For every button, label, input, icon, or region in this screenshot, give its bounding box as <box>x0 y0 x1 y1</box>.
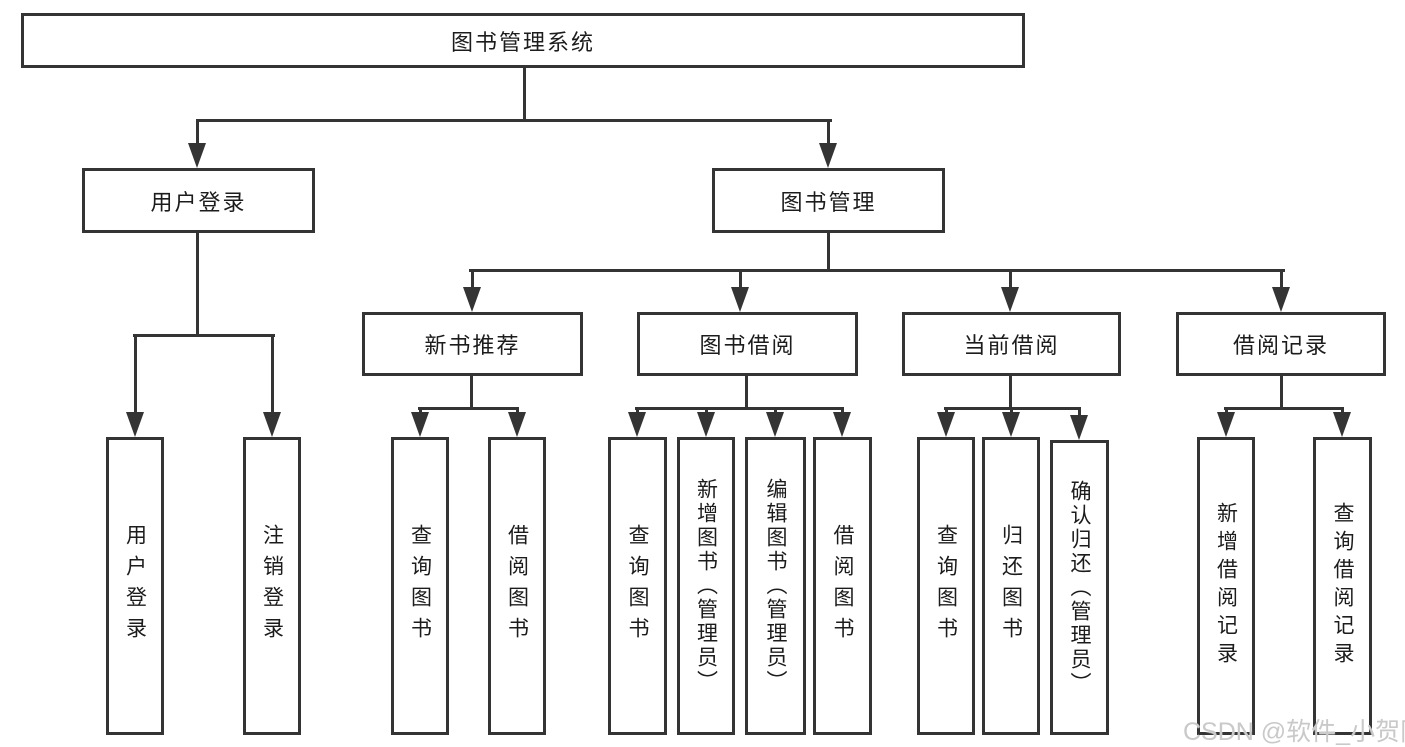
connector-line-vertical <box>826 233 830 272</box>
watermark: CSDN @软件_小贺同学 <box>1183 718 1405 746</box>
leaf-label: 新增借阅记录 <box>1214 502 1238 670</box>
node-label: 当前借阅 <box>963 333 1060 358</box>
node-label: 借阅记录 <box>1232 333 1329 358</box>
arrowhead-down-icon <box>508 412 526 437</box>
connector-line-vertical <box>744 376 748 410</box>
connector-line-vertical <box>195 233 199 337</box>
arrowhead-down-icon <box>937 412 955 437</box>
node-label: 图书管理 <box>780 189 877 215</box>
arrowhead-down-icon <box>1333 412 1351 437</box>
arrowhead-down-icon <box>188 143 206 168</box>
leaf-borrow-books-recommend: 借阅图书 <box>488 437 546 735</box>
arrowhead-down-icon <box>697 412 715 437</box>
connector-line-vertical <box>1008 376 1012 410</box>
connector-line-vertical <box>270 335 274 419</box>
connector-line-vertical <box>522 68 526 122</box>
leaf-label: 注销登录 <box>260 524 284 648</box>
connector-line-horizontal <box>132 333 275 337</box>
connector-line-vertical <box>470 270 474 294</box>
connector-line-vertical <box>738 270 742 294</box>
leaf-label: 查询图书 <box>934 524 958 648</box>
connector-line-vertical <box>469 376 473 410</box>
leaf-label: 借阅图书 <box>831 524 854 648</box>
connector-line-vertical <box>1279 376 1283 410</box>
arrowhead-down-icon <box>126 412 144 437</box>
leaf-label: 归还图书 <box>999 524 1023 648</box>
leaf-label: 编辑图书（管理员） <box>764 478 787 694</box>
node-borrowing-records: 借阅记录 <box>1176 312 1386 376</box>
connector-line-vertical <box>1279 270 1283 294</box>
node-label: 图书借阅 <box>699 333 796 358</box>
node-new-book-recommendation: 新书推荐 <box>362 312 583 376</box>
connector-line-horizontal <box>195 118 832 122</box>
arrowhead-down-icon <box>731 287 749 312</box>
arrowhead-down-icon <box>263 412 281 437</box>
leaf-add-book-admin: 新增图书（管理员） <box>677 437 735 735</box>
connector-line-horizontal <box>417 406 519 410</box>
node-label: 图书管理系统 <box>450 29 595 55</box>
leaf-label: 借阅图书 <box>505 524 529 648</box>
arrowhead-down-icon <box>1272 287 1290 312</box>
leaf-query-books-current: 查询图书 <box>917 437 975 735</box>
connector-line-horizontal <box>1223 406 1344 410</box>
leaf-return-books: 归还图书 <box>982 437 1040 735</box>
connector-line-vertical <box>826 120 830 150</box>
leaf-query-books-recommend: 查询图书 <box>391 437 449 735</box>
connector-line-vertical <box>1008 270 1012 294</box>
leaf-user-login: 用户登录 <box>106 437 164 735</box>
leaf-label: 新增图书（管理员） <box>694 478 718 694</box>
node-book-borrowing: 图书借阅 <box>637 312 858 376</box>
leaf-borrow-books-borrowing: 借阅图书 <box>813 437 872 735</box>
arrowhead-down-icon <box>1002 412 1020 437</box>
leaf-label: 查询借阅记录 <box>1331 502 1354 670</box>
arrowhead-down-icon <box>819 143 837 168</box>
node-label: 用户登录 <box>150 189 247 215</box>
arrowhead-down-icon <box>833 412 851 437</box>
arrowhead-down-icon <box>628 412 646 437</box>
leaf-label: 查询图书 <box>408 524 432 648</box>
leaf-query-borrow-record: 查询借阅记录 <box>1313 437 1372 735</box>
arrowhead-down-icon <box>766 412 784 437</box>
leaf-logout: 注销登录 <box>243 437 301 735</box>
node-book-management: 图书管理 <box>712 168 945 233</box>
arrowhead-down-icon <box>1070 415 1088 440</box>
leaf-label: 确认归还（管理员） <box>1068 479 1091 696</box>
leaf-query-books-borrowing: 查询图书 <box>608 437 667 735</box>
connector-line-vertical <box>133 335 137 419</box>
connector-line-vertical <box>195 120 199 150</box>
node-label: 新书推荐 <box>424 333 521 358</box>
leaf-add-borrow-record: 新增借阅记录 <box>1197 437 1255 735</box>
leaf-label: 用户登录 <box>123 524 147 648</box>
leaf-label: 查询图书 <box>626 524 649 648</box>
arrowhead-down-icon <box>411 412 429 437</box>
arrowhead-down-icon <box>1217 412 1235 437</box>
arrowhead-down-icon <box>463 287 481 312</box>
node-user-login: 用户登录 <box>82 168 315 233</box>
leaf-confirm-return-admin: 确认归还（管理员） <box>1050 440 1109 735</box>
connector-line-horizontal <box>634 406 844 410</box>
leaf-edit-book-admin: 编辑图书（管理员） <box>745 437 806 735</box>
connector-line-horizontal <box>468 268 1285 272</box>
node-current-borrowing: 当前借阅 <box>902 312 1121 376</box>
node-library-management-system: 图书管理系统 <box>21 13 1025 68</box>
arrowhead-down-icon <box>1001 287 1019 312</box>
